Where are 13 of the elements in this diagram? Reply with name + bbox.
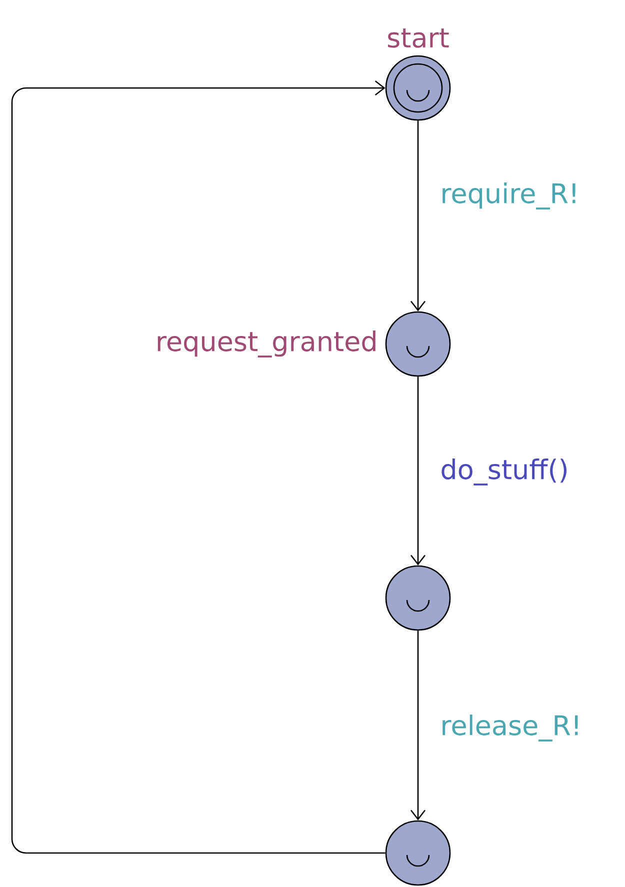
edge-label: do_stuff() xyxy=(438,456,571,488)
arrow xyxy=(410,376,426,566)
arrow xyxy=(11,80,386,854)
edge-label: require_R! xyxy=(438,180,582,212)
state-name: start xyxy=(388,28,449,48)
edge-label: release_R! xyxy=(438,712,584,744)
state-circle xyxy=(385,55,451,121)
arrow xyxy=(410,120,426,312)
state-circle xyxy=(385,311,451,377)
arrow xyxy=(410,630,426,820)
state-circle xyxy=(385,565,451,631)
state-name: request_granted xyxy=(158,330,376,358)
state-circle xyxy=(385,820,451,886)
